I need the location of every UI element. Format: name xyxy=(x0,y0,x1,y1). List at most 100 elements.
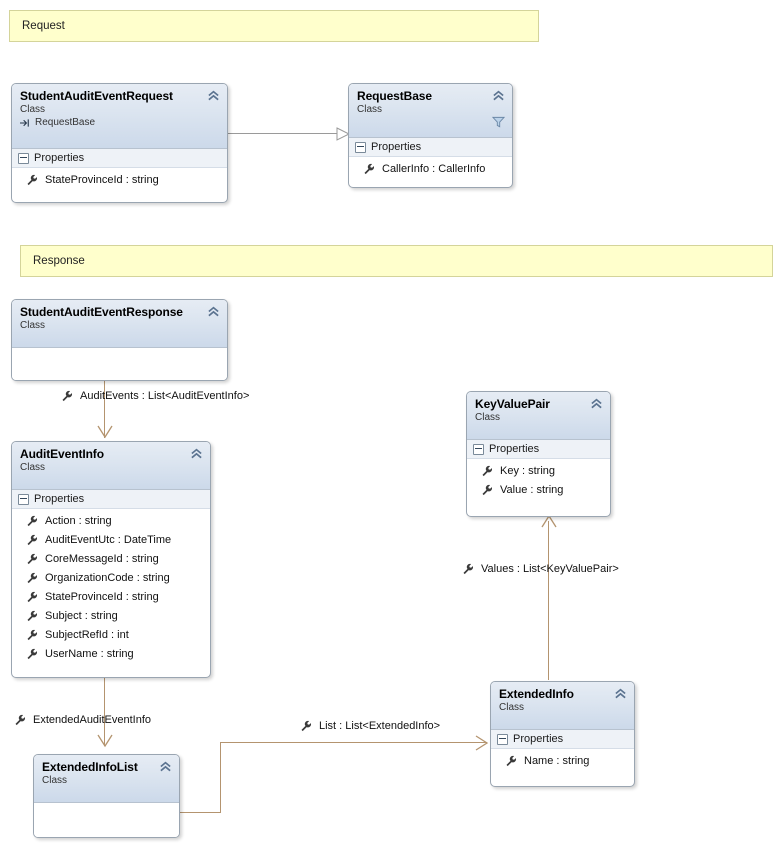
class-box-extended-info-list[interactable]: ExtendedInfoList Class xyxy=(33,754,180,838)
chevron-up-icon[interactable] xyxy=(590,398,603,410)
compartment-properties-label: Properties xyxy=(371,141,422,153)
member-list: Key : string Value : string xyxy=(467,459,610,503)
chevron-up-icon[interactable] xyxy=(159,761,172,773)
class-box-request-base[interactable]: RequestBase Class Properties CallerInfo … xyxy=(348,83,513,188)
member-label: UserName : string xyxy=(45,647,134,660)
group-bar-request[interactable]: Request xyxy=(9,10,539,42)
list-arrowhead-icon xyxy=(475,735,489,751)
wrench-icon xyxy=(364,163,375,174)
extended-audit-event-info-arrowhead-icon xyxy=(97,734,113,748)
connector-label-values: Values : List<KeyValuePair> xyxy=(462,563,619,575)
wrench-icon xyxy=(15,714,26,726)
filter-icon[interactable] xyxy=(492,116,505,128)
wrench-icon xyxy=(62,390,73,402)
member-row[interactable]: SubjectRefId : int xyxy=(12,625,210,644)
class-stereotype: Class xyxy=(42,775,68,786)
wrench-icon xyxy=(27,572,38,583)
connector-values-line xyxy=(548,521,549,680)
member-label: Subject : string xyxy=(45,609,118,622)
member-label: SubjectRefId : int xyxy=(45,628,129,641)
class-box-key-value-pair[interactable]: KeyValuePair Class Properties Key : stri… xyxy=(466,391,611,517)
chevron-up-icon[interactable] xyxy=(614,688,627,700)
chevron-up-icon[interactable] xyxy=(190,448,203,460)
member-label: Action : string xyxy=(45,514,112,527)
class-header: StudentAuditEventResponse Class xyxy=(12,300,227,348)
member-list: Action : string AuditEventUtc : DateTime… xyxy=(12,509,210,667)
minus-box-icon[interactable] xyxy=(18,152,29,164)
chevron-up-icon[interactable] xyxy=(207,90,220,102)
class-title: ExtendedInfo xyxy=(499,687,574,701)
group-bar-request-label: Request xyxy=(22,20,65,32)
base-class-arrow-icon xyxy=(20,119,29,127)
connector-list-segment-h-bottom xyxy=(180,812,220,813)
audit-events-arrowhead-icon xyxy=(97,425,113,439)
compartment-properties[interactable]: Properties xyxy=(349,138,512,157)
class-stereotype: Class xyxy=(357,104,383,115)
class-stereotype: Class xyxy=(475,412,501,423)
member-row[interactable]: AuditEventUtc : DateTime xyxy=(12,530,210,549)
wrench-icon xyxy=(27,648,38,659)
wrench-icon xyxy=(27,174,38,185)
connector-label-audit-events: AuditEvents : List<AuditEventInfo> xyxy=(61,390,249,402)
chevron-up-icon[interactable] xyxy=(492,90,505,102)
member-label: Key : string xyxy=(500,464,556,477)
compartment-properties[interactable]: Properties xyxy=(467,440,610,459)
member-row[interactable]: Key : string xyxy=(467,461,610,480)
class-body-empty xyxy=(12,348,227,380)
member-label: CoreMessageId : string xyxy=(45,552,159,565)
group-bar-response[interactable]: Response xyxy=(20,245,773,277)
class-base-class: RequestBase xyxy=(20,116,219,130)
chevron-up-icon[interactable] xyxy=(207,306,220,318)
class-stereotype: Class xyxy=(20,462,46,473)
class-box-student-audit-event-response[interactable]: StudentAuditEventResponse Class xyxy=(11,299,228,381)
connector-label-list-text: List : List<ExtendedInfo> xyxy=(319,720,441,732)
connector-label-extended-audit-event-info-text: ExtendedAuditEventInfo xyxy=(33,714,152,726)
member-row[interactable]: Value : string xyxy=(467,480,610,499)
member-row[interactable]: StateProvinceId : string xyxy=(12,587,210,606)
class-title: AuditEventInfo xyxy=(20,447,104,461)
compartment-properties[interactable]: Properties xyxy=(12,490,210,509)
wrench-icon xyxy=(482,484,493,495)
minus-box-icon[interactable] xyxy=(355,141,366,153)
wrench-icon xyxy=(463,563,474,575)
wrench-icon xyxy=(27,553,38,564)
member-row[interactable]: Action : string xyxy=(12,511,210,530)
class-box-extended-info[interactable]: ExtendedInfo Class Properties Name : str… xyxy=(490,681,635,787)
member-label: AuditEventUtc : DateTime xyxy=(45,533,172,546)
member-label: CallerInfo : CallerInfo xyxy=(382,162,486,175)
class-title: StudentAuditEventRequest xyxy=(20,89,173,103)
connector-list-segment-h-top xyxy=(220,742,487,743)
member-row[interactable]: Subject : string xyxy=(12,606,210,625)
class-base-class-label: RequestBase xyxy=(35,117,96,128)
class-header: StudentAuditEventRequest Class RequestBa… xyxy=(12,84,227,149)
member-row[interactable]: StateProvinceId : string xyxy=(12,170,227,189)
compartment-properties[interactable]: Properties xyxy=(12,149,227,168)
member-row[interactable]: Name : string xyxy=(491,751,634,770)
minus-box-icon[interactable] xyxy=(497,733,508,745)
wrench-icon xyxy=(27,515,38,526)
wrench-icon xyxy=(301,720,312,732)
wrench-icon xyxy=(27,610,38,621)
wrench-icon xyxy=(27,534,38,545)
compartment-properties-label: Properties xyxy=(513,733,564,745)
connector-extended-audit-event-info-line xyxy=(104,678,105,746)
wrench-icon xyxy=(27,629,38,640)
compartment-properties[interactable]: Properties xyxy=(491,730,634,749)
member-row[interactable]: CallerInfo : CallerInfo xyxy=(349,159,512,178)
member-label: StateProvinceId : string xyxy=(45,173,159,186)
minus-box-icon[interactable] xyxy=(18,493,29,505)
member-label: StateProvinceId : string xyxy=(45,590,159,603)
class-header: AuditEventInfo Class xyxy=(12,442,210,490)
class-box-audit-event-info[interactable]: AuditEventInfo Class Properties Action :… xyxy=(11,441,211,678)
group-bar-response-label: Response xyxy=(33,255,85,267)
member-row[interactable]: CoreMessageId : string xyxy=(12,549,210,568)
minus-box-icon[interactable] xyxy=(473,443,484,455)
member-row[interactable]: UserName : string xyxy=(12,644,210,663)
member-label: OrganizationCode : string xyxy=(45,571,170,584)
connector-inheritance-line xyxy=(228,133,348,134)
member-row[interactable]: OrganizationCode : string xyxy=(12,568,210,587)
class-header: KeyValuePair Class xyxy=(467,392,610,440)
class-stereotype: Class xyxy=(499,702,525,713)
class-box-student-audit-event-request[interactable]: StudentAuditEventRequest Class RequestBa… xyxy=(11,83,228,203)
compartment-properties-label: Properties xyxy=(34,152,85,164)
